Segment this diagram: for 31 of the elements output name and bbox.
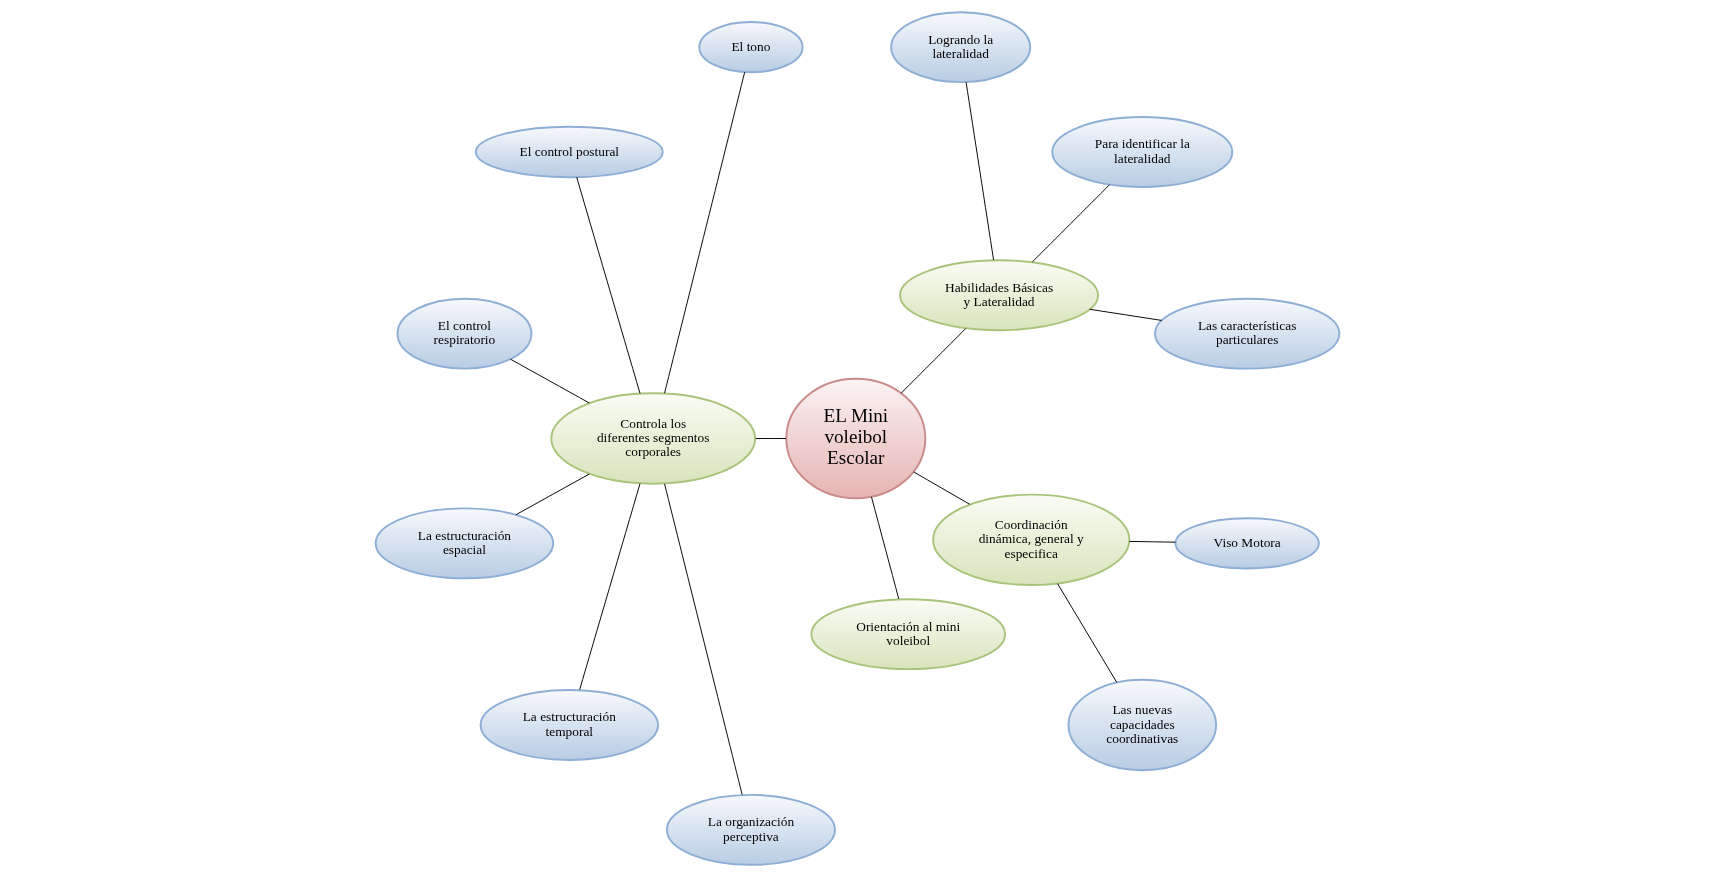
- node-ellipse: Habilidades Básicas y Lateralidad: [899, 259, 1099, 332]
- connector: [664, 71, 746, 394]
- connector: [913, 471, 971, 505]
- connector: [1057, 583, 1118, 683]
- connector: [755, 438, 787, 439]
- connector: [1089, 308, 1163, 321]
- node-ellipse: El control postural: [474, 125, 664, 179]
- node-ellipse: Controla los diferentes segmentos corporales: [550, 392, 757, 485]
- node-ellipse: Viso Motora: [1174, 517, 1320, 570]
- connector: [510, 358, 590, 404]
- connector: [515, 473, 590, 516]
- node-ellipse: EL Mini voleibol Escolar: [785, 377, 927, 500]
- connector: [1128, 540, 1176, 543]
- connector: [576, 176, 641, 394]
- node-ellipse: Las características particulares: [1154, 297, 1341, 370]
- connector: [1031, 184, 1110, 263]
- connector: [900, 328, 967, 394]
- connector: [664, 483, 743, 796]
- node-ellipse: Para identificar la lateralidad: [1051, 116, 1234, 188]
- connector: [870, 496, 900, 600]
- node-ellipse: Coordinación dinámica, general y especifica: [932, 493, 1131, 586]
- node-ellipse: El control respiratorio: [396, 297, 533, 370]
- node-ellipse: Orientación al mini voleibol: [810, 598, 1007, 671]
- connector: [579, 483, 641, 691]
- node-ellipse: La estructuración temporal: [479, 689, 659, 761]
- node-ellipse: La estructuración espacial: [374, 507, 555, 580]
- connector: [965, 81, 995, 261]
- node-ellipse: El tono: [698, 21, 804, 74]
- node-ellipse: Logrando la lateralidad: [890, 11, 1032, 84]
- node-ellipse: La organización perceptiva: [665, 793, 836, 866]
- node-ellipse: Las nuevas capacidades coordinativas: [1067, 678, 1218, 772]
